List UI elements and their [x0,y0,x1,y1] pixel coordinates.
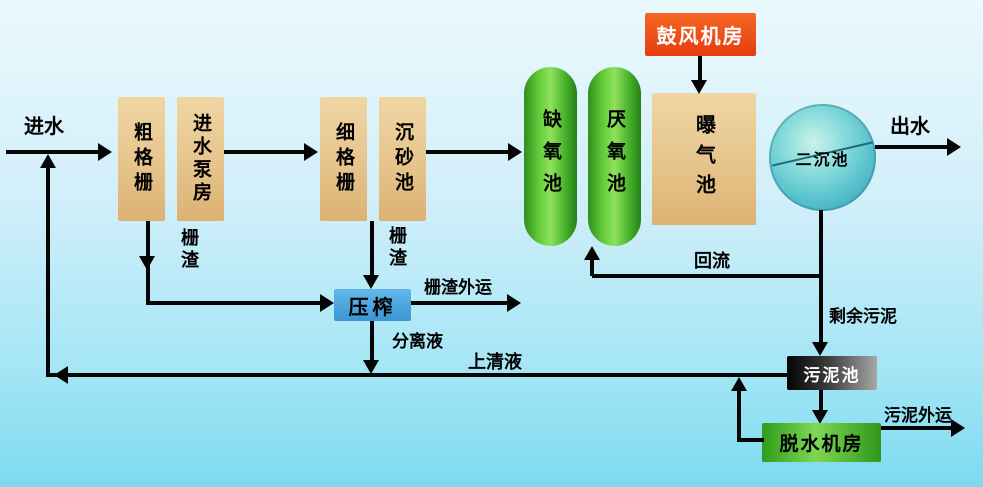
coarse-screenings-arrowhead [139,256,155,270]
sludge-out-arrowhead [951,419,965,437]
press-label: 压榨 [348,296,397,319]
blower-to-aeration-arrowhead [691,80,707,94]
supernatant-line [48,373,787,377]
influent-arrowhead [98,143,112,161]
influent-label: 进水 [24,116,64,138]
node-anoxic-tank: 缺氧池 [524,67,577,246]
pump-to-fine-arrowhead [304,143,318,161]
node-dewatering-room: 脱水机房 [762,423,881,462]
effluent-line [875,145,947,149]
effluent-arrowhead [947,138,961,156]
return-flow-label: 回流 [694,251,730,271]
node-press: 压榨 [334,289,411,321]
coarse-screenings-to-press-line [146,301,320,305]
to-sludge-tank-arrowhead [812,342,828,356]
sludge-out-label: 污泥外运 [884,406,952,425]
grit-to-anoxic-arrowhead [508,143,522,161]
node-secondary-clarifier: 二沉池 [769,104,876,211]
filtrate-arrowhead [731,377,747,391]
screenings-out-arrowhead [507,294,521,312]
separated-liquid-label: 分离液 [392,332,443,351]
filtrate-elbow-line [737,438,764,442]
node-sludge-tank: 污泥池 [787,356,877,390]
blower-to-aeration-line [698,56,702,82]
recycle-riser-line [46,168,50,377]
separated-liquid-line [370,321,374,361]
dewatering-room-label: 脱水机房 [779,434,864,455]
node-inlet-pump-house: 进水泵房 [177,97,224,221]
aeration-tank-label: 曝气池 [692,114,715,204]
grit-to-anoxic-line [426,150,508,154]
coarse-screenings-label: 栅渣 [179,228,199,272]
excess-sludge-label: 剩余污泥 [829,307,897,326]
node-anaerobic-tank: 厌氧池 [588,67,641,246]
supernatant-arrowhead [54,366,68,384]
sludge-out-line [881,426,951,430]
sludge-to-dewater-line [819,390,823,412]
secondary-clarifier-label: 二沉池 [795,151,850,169]
pump-to-fine-line [224,150,304,154]
coarse-screen-label: 粗格栅 [131,121,152,197]
fine-screenings-arrowhead [363,275,379,289]
inlet-pump-house-label: 进水泵房 [190,113,211,205]
screenings-out-label: 栅渣外运 [424,278,492,297]
screenings-out-line [411,301,507,305]
node-grit-chamber: 沉砂池 [379,97,426,221]
fine-screenings-label: 栅渣 [387,226,407,270]
blower-room-label: 鼓风机房 [656,26,745,48]
node-blower-room: 鼓风机房 [645,13,756,56]
sludge-tank-label: 污泥池 [803,365,861,385]
node-fine-screen: 细格栅 [320,97,367,221]
influent-line [6,150,98,154]
return-flow-arrowhead [584,246,600,260]
anaerobic-tank-label: 厌氧池 [604,108,625,205]
return-flow-line [592,274,823,278]
fine-screenings-drop-line [370,221,374,277]
grit-chamber-label: 沉砂池 [392,121,413,197]
separated-liquid-arrowhead [363,360,379,374]
sludge-to-dewater-arrowhead [812,410,828,424]
node-coarse-screen: 粗格栅 [118,97,165,221]
fine-screen-label: 细格栅 [333,121,354,197]
supernatant-label: 上清液 [468,352,522,372]
filtrate-riser-line [737,391,741,442]
effluent-label: 出水 [890,116,930,138]
return-flow-riser-line [590,258,594,276]
anoxic-tank-label: 缺氧池 [540,108,561,205]
recycle-up-arrowhead [40,154,56,168]
node-aeration-tank: 曝气池 [652,93,756,225]
coarse-screenings-to-press-arrowhead [320,294,334,312]
